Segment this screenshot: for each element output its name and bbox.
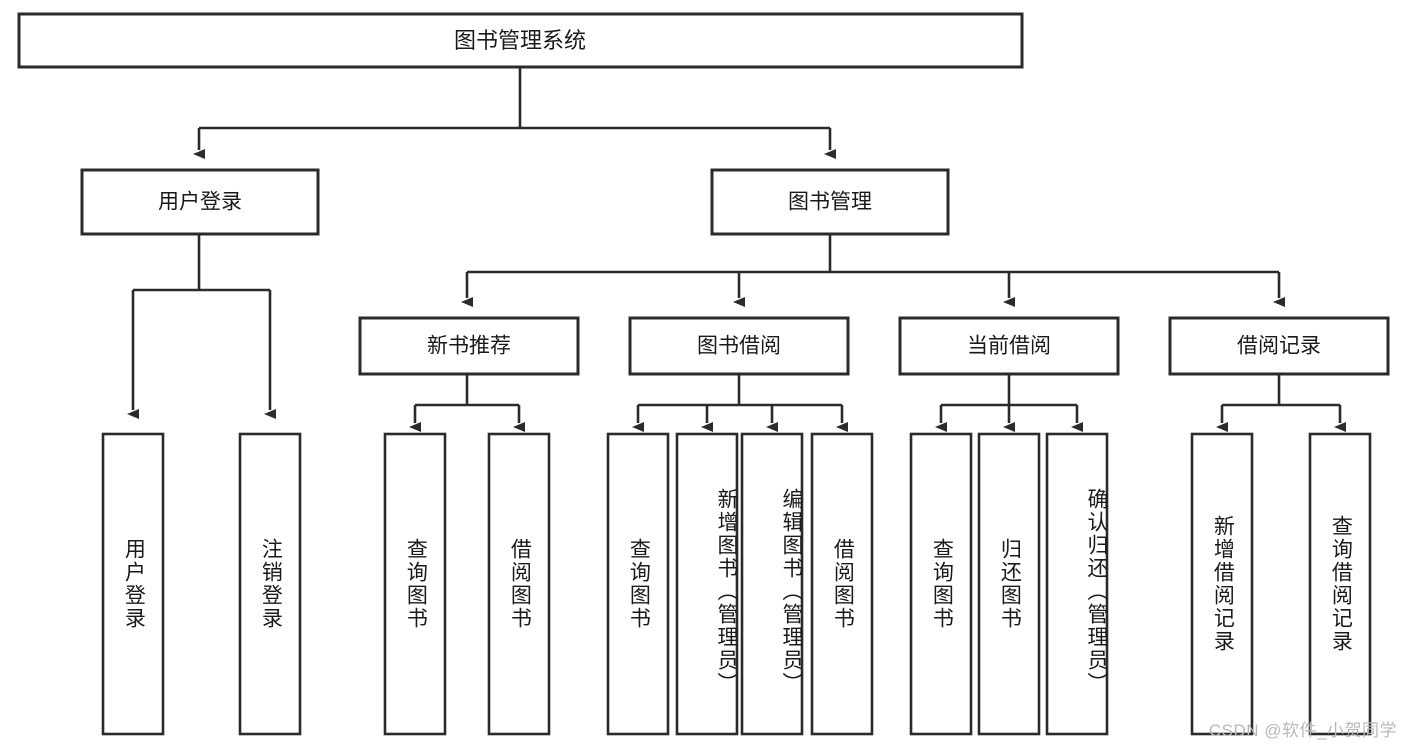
leaf-current-borrow-3-label: 确认归还（管理员） — [1085, 487, 1108, 695]
leaf-new-book-2[interactable] — [487, 432, 551, 736]
leaf-borrow-record-2[interactable] — [1308, 432, 1372, 736]
leaf-book-borrow-3[interactable] — [740, 432, 804, 736]
node-new-book-recommend[interactable]: 新书推荐 — [358, 316, 580, 376]
node-root-label: 图书管理系统 — [454, 28, 586, 53]
node-book-borrow-label: 图书借阅 — [697, 335, 781, 358]
node-book-borrow[interactable]: 图书借阅 — [628, 316, 850, 376]
connector-book-borrow-bus — [632, 374, 848, 432]
leaf-borrow-record-1-label: 新增借阅记录 — [1211, 515, 1235, 653]
leaf-user-login-1[interactable] — [101, 432, 165, 736]
node-book-management[interactable]: 图书管理 — [710, 168, 950, 236]
node-current-borrow[interactable]: 当前借阅 — [898, 316, 1120, 376]
leaf-new-book-1-label: 查询图书 — [404, 538, 428, 630]
node-new-book-recommend-label: 新书推荐 — [427, 335, 511, 358]
leaf-new-book-1[interactable] — [383, 432, 447, 736]
leaf-user-login-1-label: 用户登录 — [122, 538, 146, 630]
leaf-book-borrow-1-label: 查询图书 — [627, 538, 651, 630]
leaf-book-borrow-4-label: 借阅图书 — [831, 538, 855, 630]
leaf-new-book-2-label: 借阅图书 — [508, 538, 532, 630]
leaf-book-borrow-2[interactable] — [675, 432, 739, 736]
leaf-borrow-record-1[interactable] — [1190, 432, 1254, 736]
leaf-book-borrow-4[interactable] — [810, 432, 874, 736]
connector-new-book-bus — [409, 374, 525, 432]
connector-current-borrow-bus — [935, 374, 1083, 432]
connector-root-bus — [193, 126, 836, 159]
leaf-user-login-2-label: 注销登录 — [259, 538, 283, 630]
node-current-borrow-label: 当前借阅 — [967, 335, 1051, 358]
node-user-login-label: 用户登录 — [158, 191, 242, 214]
leaf-user-login-2[interactable] — [238, 432, 302, 736]
node-book-management-label: 图书管理 — [788, 191, 872, 214]
leaf-current-borrow-2-label: 归还图书 — [998, 538, 1022, 630]
leaf-book-borrow-3-label: 编辑图书（管理员） — [780, 487, 803, 695]
connector-borrow-record-bus — [1216, 374, 1346, 432]
leaf-current-borrow-2[interactable] — [977, 432, 1041, 736]
connector-book-mgmt-bus — [461, 235, 1285, 307]
leaf-current-borrow-3[interactable] — [1045, 432, 1109, 736]
node-user-login[interactable]: 用户登录 — [80, 168, 320, 236]
node-borrow-record-label: 借阅记录 — [1237, 335, 1321, 358]
leaf-current-borrow-1[interactable] — [909, 432, 973, 736]
leaf-book-borrow-2-label: 新增图书（管理员） — [715, 487, 738, 695]
leaf-borrow-record-2-label: 查询借阅记录 — [1329, 515, 1353, 653]
leaf-book-borrow-1[interactable] — [606, 432, 670, 736]
node-borrow-record[interactable]: 借阅记录 — [1168, 316, 1390, 376]
node-root[interactable]: 图书管理系统 — [17, 12, 1024, 69]
leaf-current-borrow-1-label: 查询图书 — [930, 538, 954, 630]
connector-user-login-bus — [127, 235, 276, 419]
